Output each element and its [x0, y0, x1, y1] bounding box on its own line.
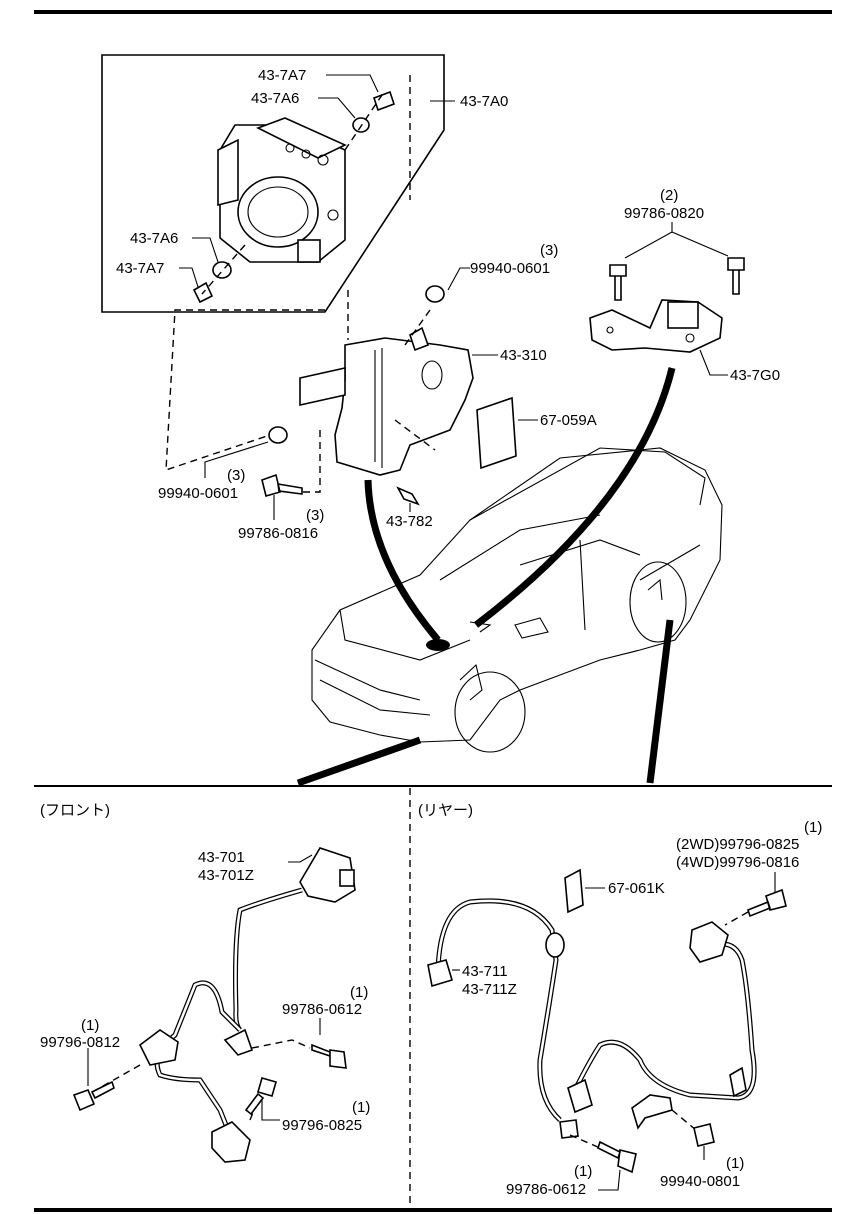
hcu-bracket: [334, 337, 474, 476]
front-bolt-b: [72, 1080, 115, 1112]
front-sensor-label-a: 43-701: [198, 849, 245, 866]
rear-sensor-connector: [427, 959, 453, 988]
front-section-title: (フロント): [40, 802, 110, 819]
nut-upper-qty: (3): [540, 242, 558, 259]
front-bolt-c-qty: (1): [352, 1099, 370, 1116]
rear-nut-bottom: [693, 1123, 715, 1147]
hcu-fitting-upper: [344, 90, 396, 151]
rear-sensor-label-a: 43-711: [462, 963, 508, 980]
rear-bolt-bottom: [597, 1140, 637, 1174]
nut-upper-label: 99940-0601: [470, 260, 550, 277]
pad-label: 67-059A: [540, 412, 597, 429]
bolt-lower-group: (3) 99786-0816: [238, 473, 324, 542]
hcu-assembly-label: 43-7A0: [460, 93, 508, 110]
clip: [396, 486, 420, 506]
nut-lower-qty: (3): [227, 467, 245, 484]
clip-label: 43-782: [386, 513, 433, 530]
hcu-upper-label-a: 43-7A7: [258, 67, 306, 84]
hcu-lower-label-a: 43-7A6: [130, 230, 178, 247]
nut-lower-group: (3) 99940-0601: [158, 426, 288, 502]
front-bolt-a-qty: (1): [350, 984, 368, 1001]
hcu-assembly-group: 43-7A0 43-7A7 43-7A6 43-7A6 43-7A7: [101, 54, 508, 313]
pointer-lines: [296, 367, 676, 787]
rear-sensor-label-b: 43-711Z: [462, 981, 517, 998]
hcu-inset-box: [101, 54, 445, 313]
front-bolt-a-label: 99786-0612: [282, 1001, 362, 1018]
g-sensor-bolt-left: [609, 264, 627, 301]
rear-sensor-head: [689, 921, 729, 963]
bolt-lower: [261, 473, 303, 497]
car-illustration: [311, 447, 723, 753]
rear-bolt-top: [747, 888, 787, 918]
hcu-lower-label-b: 43-7A7: [116, 260, 164, 277]
rear-bolt-top-qty: (1): [804, 819, 822, 836]
rear-nut-bottom-qty: (1): [726, 1155, 744, 1172]
front-bolt-a: [311, 1043, 347, 1069]
frame: [34, 10, 832, 1212]
hcu-upper-label-b: 43-7A6: [251, 90, 299, 107]
rear-cover: [564, 868, 584, 914]
g-sensor: [589, 299, 723, 353]
g-sensor-bolt-qty: (2): [660, 187, 678, 204]
front-bolt-c: [244, 1077, 277, 1116]
rear-bolt-bottom-label: 99786-0612: [506, 1181, 586, 1198]
rear-bolt-bottom-qty: (1): [574, 1163, 592, 1180]
front-sensor-connector: [299, 847, 356, 903]
rear-sensor-grommet: [545, 932, 565, 958]
rear-section: (リヤー) (1) (2WD)99796-0825 (4WD)99796-081…: [418, 802, 822, 1198]
front-bolt-c-label: 99796-0825: [282, 1117, 362, 1134]
g-sensor-bolt-label: 99786-0820: [624, 205, 704, 222]
clip-group: 43-782: [386, 486, 433, 530]
front-bolt-b-qty: (1): [81, 1017, 99, 1034]
bracket-label: 43-310: [500, 347, 547, 364]
bolt-lower-label: 99786-0816: [238, 525, 318, 542]
rear-bolt-top-label-4wd: (4WD)99796-0816: [676, 854, 799, 871]
front-bolt-b-label: 99796-0812: [40, 1034, 120, 1051]
nut-lower-label: 99940-0601: [158, 485, 238, 502]
rear-bolt-top-label-2wd: (2WD)99796-0825: [676, 836, 799, 853]
front-section: (フロント) 43-701 43-701Z (1) 99786-0612 (1)…: [40, 802, 370, 1163]
g-sensor-group: (2) 99786-0820 43-7G0: [589, 187, 780, 384]
g-sensor-bolt-right: [727, 257, 745, 295]
rear-nut-bottom-label: 99940-0801: [660, 1173, 740, 1190]
hcu-fitting-lower: [192, 244, 246, 304]
rear-section-title: (リヤー): [418, 802, 473, 819]
bracket-group: 43-310: [165, 290, 547, 493]
pad-group: 67-059A: [476, 396, 597, 470]
front-sensor-label-b: 43-701Z: [198, 867, 254, 884]
hcu-unit: [217, 117, 347, 263]
bolt-lower-qty: (3): [306, 507, 324, 524]
rear-cover-label: 67-061K: [608, 880, 665, 897]
nut-upper-group: (3) 99940-0601: [425, 242, 558, 303]
pad: [476, 396, 517, 470]
nut-upper: [425, 285, 445, 303]
g-sensor-label: 43-7G0: [730, 367, 780, 384]
nut-lower: [268, 426, 288, 444]
front-sensor-head: [211, 1121, 251, 1163]
